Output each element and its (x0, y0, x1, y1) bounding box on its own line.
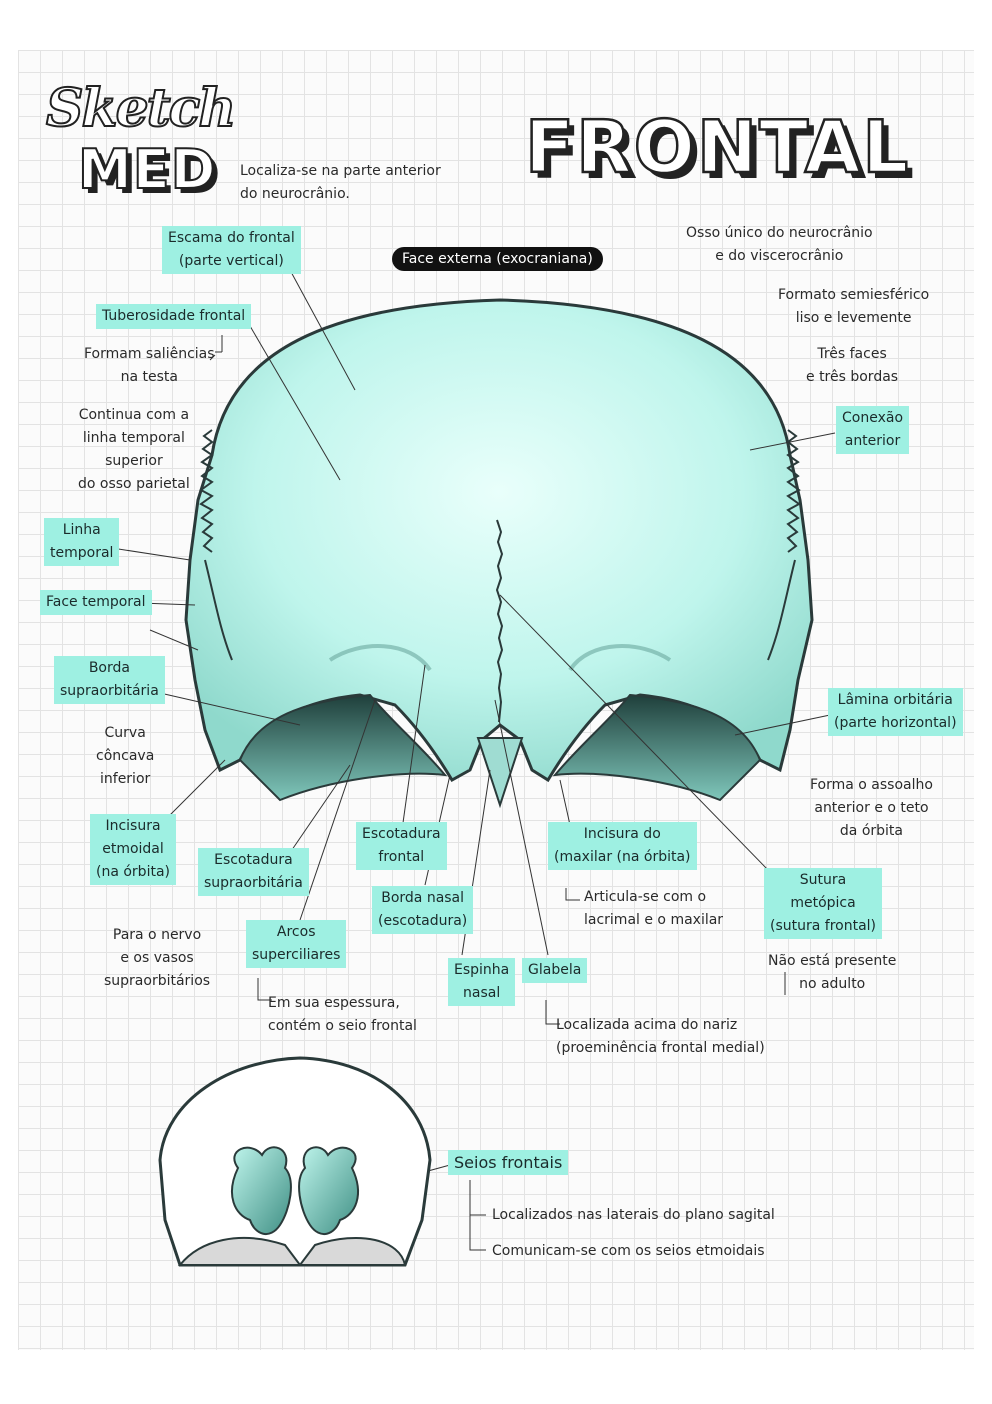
temporal-line-left (204, 559, 233, 661)
label-incisura-etmoidal: Incisura etmoidal (na órbita) (90, 814, 176, 885)
temporal-line-right (767, 559, 796, 661)
right-orbit (552, 693, 762, 802)
label-glabela: Glabela (522, 958, 588, 983)
note-localizada: Localizada acima do nariz (proeminência … (556, 1017, 765, 1056)
note-seios-1: Localizados nas laterais do plano sagita… (492, 1207, 775, 1223)
label-linha-temporal: Linha temporal (44, 518, 120, 566)
note-curva: Curva côncava inferior (96, 725, 155, 787)
nasal-spine (476, 737, 524, 809)
label-seios-frontais: Seios frontais (448, 1150, 569, 1175)
label-lamina-orbitaria: Lâmina orbitária (parte horizontal) (828, 688, 963, 736)
label-espinha-nasal: Espinha nasal (448, 958, 516, 1006)
label-arcos-superciliares: Arcos superciliares (246, 920, 347, 968)
logo-med-text: MED (77, 137, 217, 202)
note-seios-2: Comunicam-se com os seios etmoidais (492, 1243, 765, 1259)
left-superciliary-arch (328, 644, 432, 672)
right-superciliary-arch (568, 644, 672, 672)
note-tres-faces: Três faces e três bordas (806, 346, 899, 385)
label-escotadura-frontal: Escotadura frontal (356, 822, 447, 870)
note-osso-unico: Osso único do neurocrânio e do viscerocr… (686, 225, 873, 264)
note-forma-assoalho: Forma o assoalho anterior e o teto da ór… (810, 777, 933, 839)
note-nervo: Para o nervo e os vasos supraorbitários (104, 927, 211, 989)
sketchmed-logo: Sketch MED (40, 77, 237, 208)
metopic-suture (495, 519, 504, 723)
label-conexao-anterior: Conexão anterior (836, 406, 910, 454)
sinus-view-orbits (177, 1237, 407, 1267)
note-formato: Formato semiesférico liso e levemente (778, 287, 930, 326)
left-frontal-sinus (231, 1146, 292, 1235)
label-borda-supraorbitaria: Borda supraorbitária (54, 656, 165, 704)
view-label: Face externa (exocraniana) (392, 247, 603, 271)
sinus-view-outline (158, 1056, 432, 1267)
label-tuberosidade-frontal: Tuberosidade frontal (96, 304, 252, 329)
right-serrated-margin (786, 429, 801, 553)
label-incisura-maxilar: Incisura do (maxilar (na órbita) (548, 822, 697, 870)
label-sutura-metopica: Sutura metópica (sutura frontal) (764, 868, 883, 939)
label-face-temporal: Face temporal (40, 590, 152, 615)
logo-sketch-text: Sketch (45, 77, 237, 140)
location-note: Localiza-se na parte anterior do neurocr… (240, 163, 441, 202)
note-nao-presente: Não está presente no adulto (768, 953, 897, 992)
left-serrated-margin (199, 429, 214, 553)
label-escotadura-supraorbitaria: Escotadura supraorbitária (198, 848, 309, 896)
page-title: FRONTAL (524, 104, 911, 191)
note-continua: Continua com a linha temporal superior d… (78, 407, 190, 492)
note-espessura: Em sua espessura, contém o seio frontal (268, 995, 417, 1034)
label-escama-frontal: Escama do frontal (parte vertical) (162, 226, 301, 274)
leader-lines (111, 269, 836, 1251)
note-articula: Articula-se com o lacrimal e o maxilar (584, 889, 724, 928)
label-borda-nasal: Borda nasal (escotadura) (372, 886, 474, 934)
left-orbit (238, 693, 448, 802)
right-frontal-sinus (298, 1146, 359, 1235)
note-saliencias: Formam saliências na testa (84, 346, 215, 385)
